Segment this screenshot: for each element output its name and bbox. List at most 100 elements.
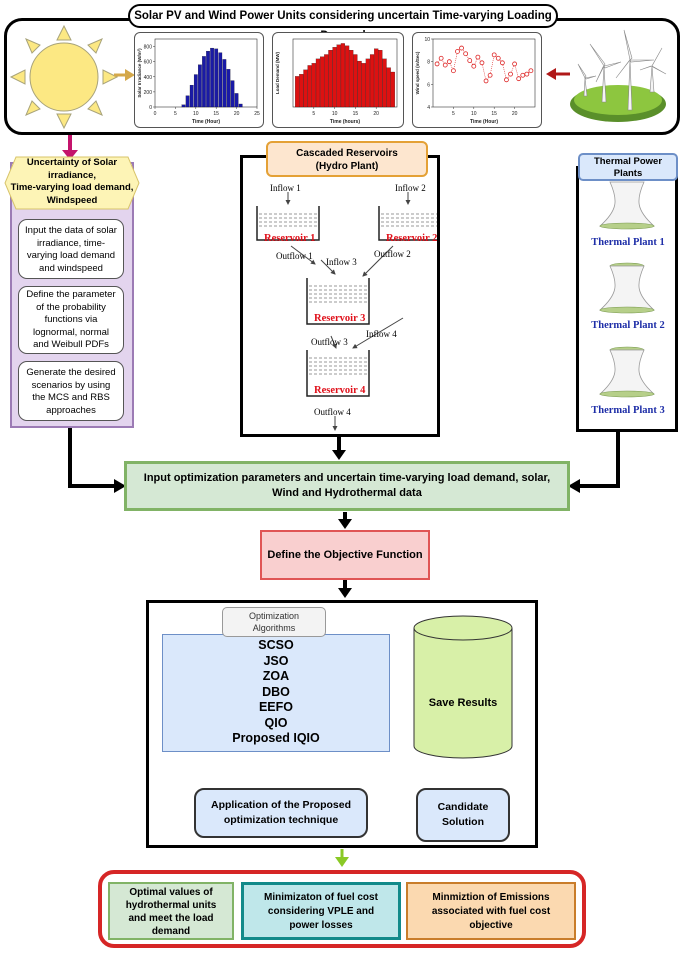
bar — [353, 54, 358, 108]
x-tick-label: 25 — [254, 111, 260, 117]
algorithm-item: QIO — [264, 715, 288, 730]
data-point — [487, 72, 493, 78]
bar — [390, 71, 395, 108]
objective-function-box: Define the Objective Function — [260, 530, 430, 580]
algorithms-box — [162, 634, 390, 752]
bar — [181, 104, 186, 108]
plot-area — [292, 38, 398, 108]
data-point — [528, 68, 534, 74]
uncertainty-title-shape — [4, 156, 140, 210]
data-point — [483, 78, 489, 84]
data-point — [504, 77, 509, 83]
bar — [295, 76, 300, 108]
outflow-4-label: Outflow 4 — [314, 407, 351, 417]
reservoir-2-label: Reservoir 2 — [386, 233, 438, 244]
y-axis-label: Wind speed (m/Sec) — [415, 51, 420, 94]
left-connector-arrow — [68, 428, 126, 493]
data-point — [446, 59, 452, 65]
bar — [369, 54, 375, 108]
cooling-tower-icon — [598, 181, 656, 230]
y-axis-label: Solar Irradiance (W/m²) — [137, 48, 142, 98]
x-tick-label: 0 — [154, 111, 157, 117]
bar — [226, 69, 231, 108]
bar — [214, 48, 219, 108]
bar — [361, 63, 366, 108]
bar — [218, 52, 223, 108]
algorithm-item: Proposed IQIO — [232, 731, 320, 745]
x-tick-label: 5 — [452, 111, 455, 117]
algorithm-item: JSO — [263, 653, 289, 668]
y-axis-label: Load Demand (MW) — [275, 52, 280, 94]
bar — [365, 58, 370, 108]
plot-area — [432, 38, 536, 108]
x-tick-label: 15 — [213, 111, 219, 117]
cooling-tower-icon — [598, 262, 656, 314]
database-cylinder-icon — [413, 615, 513, 759]
algorithm-item: DBO — [262, 684, 290, 699]
x-tick-label: 15 — [353, 111, 359, 117]
red-arrow-icon — [546, 68, 570, 80]
data-point — [499, 60, 505, 66]
candidate-solution-box: Candidate Solution — [416, 788, 510, 842]
sun-icon — [9, 24, 119, 130]
thermal-plant-2-label: Thermal Plant 2 — [591, 320, 665, 331]
data-point — [459, 45, 464, 51]
x-axis-label: Time (hours) — [330, 119, 361, 125]
x-tick-label: 10 — [471, 111, 477, 117]
data-point — [451, 68, 456, 74]
outflow-3-label: Outflow 3 — [311, 337, 348, 347]
data-point — [516, 76, 522, 82]
bar — [382, 58, 387, 108]
application-technique-box: Application of the Proposed optimization… — [194, 788, 368, 838]
y-tick-label: 8 — [427, 60, 430, 66]
center-connector-arrow — [332, 437, 346, 460]
bar — [299, 74, 304, 108]
wind-turbines-icon — [570, 29, 667, 122]
bar — [222, 59, 227, 108]
algorithm-item: EEFO — [258, 700, 294, 714]
bar — [202, 56, 206, 108]
x-tick-label: 5 — [174, 111, 177, 117]
data-point — [438, 55, 444, 61]
y-tick-label: 800 — [144, 45, 153, 51]
y-tick-label: 200 — [144, 90, 153, 96]
outcome-fuel-cost: Minimizaton of fuel cost considering VPL… — [241, 882, 401, 940]
data-point — [463, 51, 469, 57]
algorithm-item: ZOA — [262, 669, 290, 683]
reservoir-4-label: Reservoir 4 — [314, 385, 366, 396]
thermal-plant-1-label: Thermal Plant 1 — [591, 237, 665, 248]
bar — [324, 54, 329, 108]
arrow-input-to-objective — [338, 512, 352, 529]
bar — [320, 56, 325, 108]
bar — [210, 47, 214, 108]
y-tick-label: 400 — [144, 75, 153, 81]
y-tick-label: 10 — [424, 37, 430, 43]
arrow-objective-to-optimization — [338, 580, 352, 598]
x-tick-label: 20 — [234, 111, 240, 117]
uncertainty-step-pdf: Define the parameter of the probability … — [18, 286, 124, 354]
x-tick-label: 10 — [332, 111, 338, 117]
data-point — [508, 71, 513, 77]
y-tick-label: 6 — [427, 82, 430, 88]
data-point — [442, 62, 448, 68]
bar — [336, 44, 341, 108]
data-point — [471, 63, 477, 69]
bar — [345, 45, 350, 108]
reservoirs-title: Cascaded Reservoirs (Hydro Plant) — [266, 141, 428, 177]
reservoir-1-label: Reservoir 1 — [264, 233, 316, 244]
algorithm-list: SCSO JSO ZOA DBO EEFO QIO Proposed IQIO — [162, 638, 390, 747]
bar — [378, 50, 383, 108]
bar — [193, 74, 198, 108]
x-axis-label: Time (Hour) — [192, 119, 220, 125]
bar — [303, 69, 308, 108]
uncertainty-step-scenarios: Generate the desired scenarios by using … — [18, 361, 124, 421]
input-parameters-box: Input optimization parameters and uncert… — [124, 461, 570, 511]
data-point — [467, 58, 473, 63]
data-point — [479, 60, 485, 66]
bar — [189, 84, 194, 108]
inflow-3-label: Inflow 3 — [326, 257, 357, 267]
